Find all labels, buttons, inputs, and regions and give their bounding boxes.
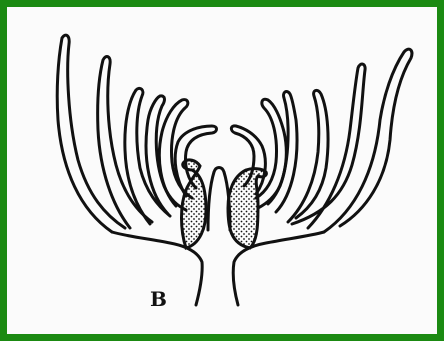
petal-right-1 — [324, 49, 412, 232]
ovary-right — [228, 169, 266, 248]
pistil — [208, 168, 230, 231]
ovary-left — [182, 160, 207, 248]
panel-label: B — [150, 287, 167, 311]
